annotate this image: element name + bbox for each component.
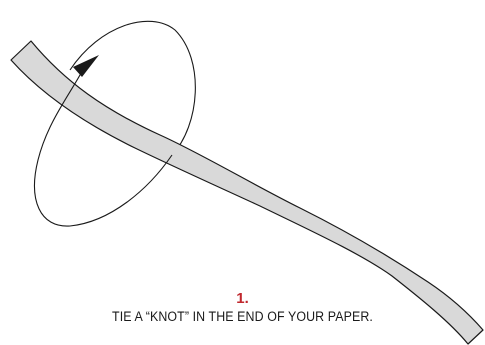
step-number: 1.	[0, 290, 485, 308]
step-instruction: TIE A “KNOT” IN THE END OF YOUR PAPER.	[19, 308, 465, 325]
step-caption: 1. TIE A “KNOT” IN THE END OF YOUR PAPER…	[0, 290, 485, 325]
arrowhead-icon	[73, 55, 99, 77]
